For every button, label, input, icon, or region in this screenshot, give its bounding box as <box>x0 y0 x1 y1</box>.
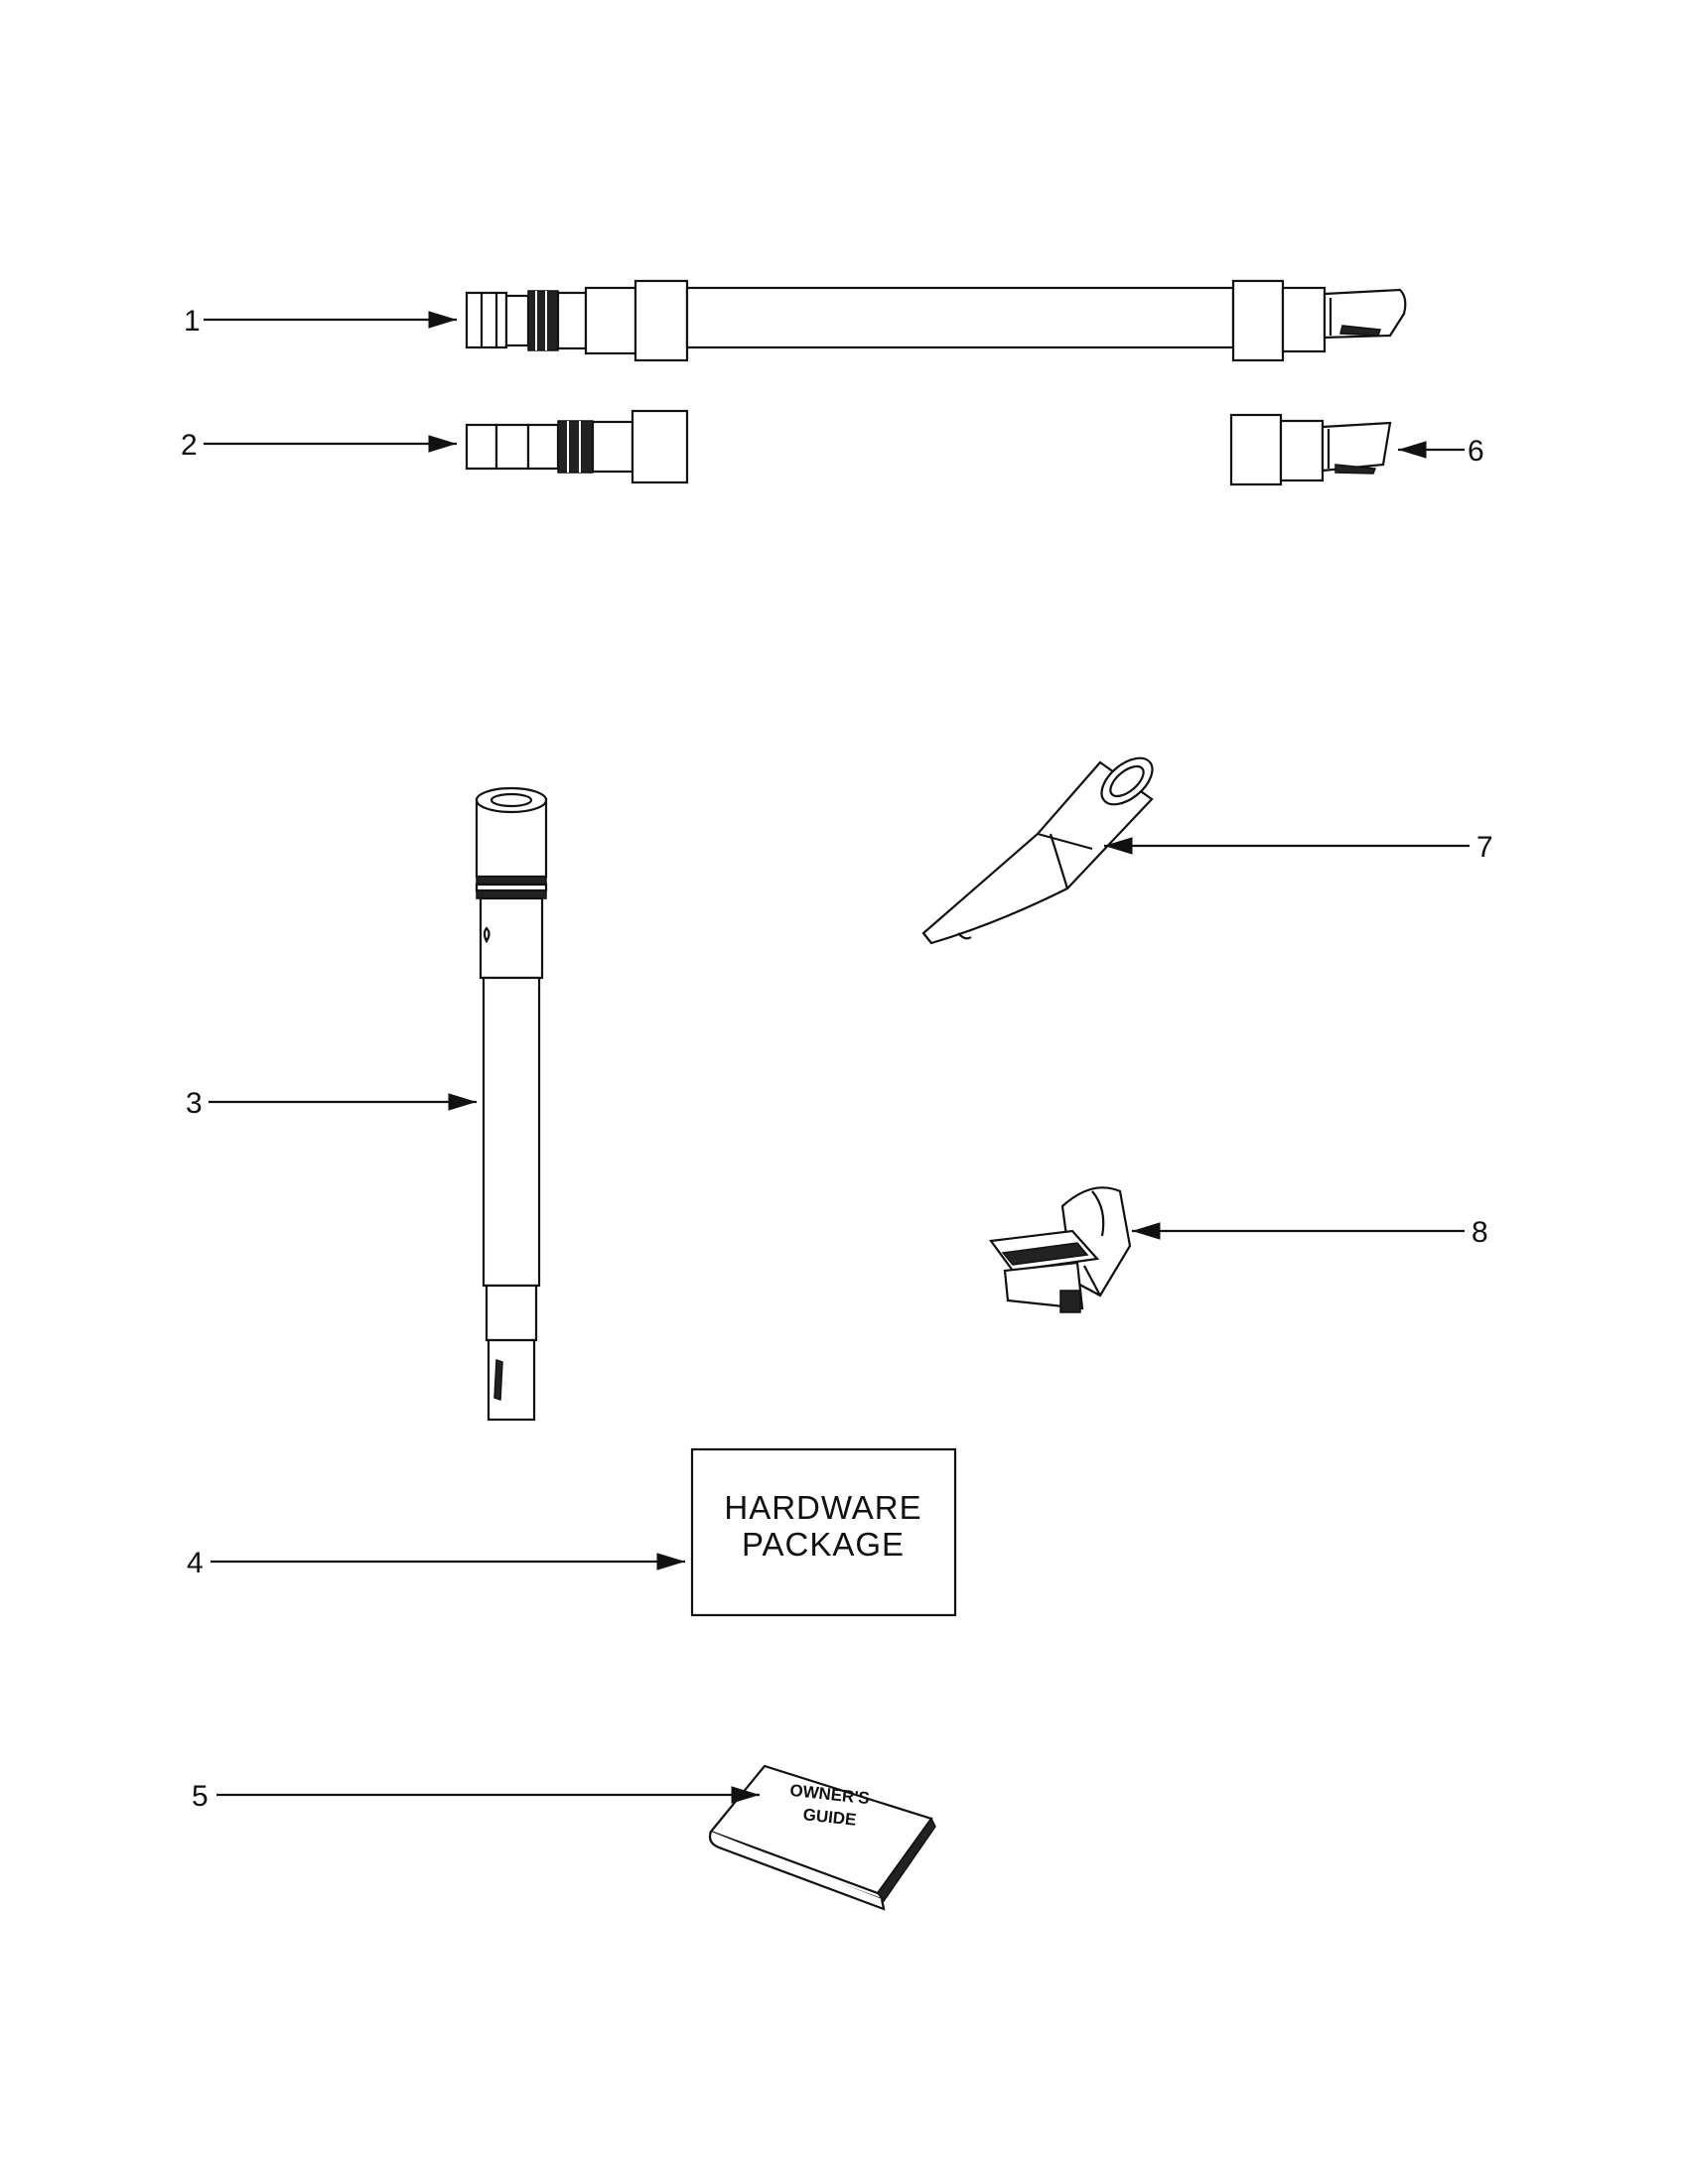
hose-assembly-icon <box>465 279 1407 362</box>
owners-guide-book-icon <box>708 1764 936 1911</box>
callout-3: 3 <box>186 1087 203 1120</box>
callout-7: 7 <box>1476 831 1493 864</box>
hose-end-icon <box>1229 413 1392 486</box>
wand-icon <box>475 786 548 1422</box>
hose-cuff-icon <box>465 409 689 484</box>
part-8-dusting-brush: 8 <box>989 1186 1488 1313</box>
callout-1: 1 <box>184 305 201 338</box>
part-4-hardware-package: HARDWARE PACKAGE 4 <box>187 1447 957 1617</box>
part-3-wand: 3 <box>186 786 548 1422</box>
part-1-hose-assembly: 1 <box>184 279 1407 362</box>
callout-4: 4 <box>187 1547 204 1579</box>
part-2-hose-cuff: 2 <box>181 409 689 484</box>
callout-2: 2 <box>181 429 198 462</box>
dusting-brush-icon <box>989 1186 1132 1313</box>
hardware-package-line2: PACKAGE <box>742 1526 905 1563</box>
callout-8: 8 <box>1472 1216 1488 1249</box>
hardware-package-icon <box>690 1447 957 1617</box>
callout-5: 5 <box>192 1780 209 1813</box>
callout-6: 6 <box>1468 435 1484 468</box>
crevice-tool-icon <box>921 756 1154 945</box>
part-7-crevice-tool: 7 <box>921 756 1493 945</box>
hardware-package-line1: HARDWARE <box>724 1489 921 1526</box>
part-5-owners-guide: OWNER'S GUIDE 5 <box>192 1764 936 1911</box>
part-6-hose-end: 6 <box>1229 413 1484 486</box>
